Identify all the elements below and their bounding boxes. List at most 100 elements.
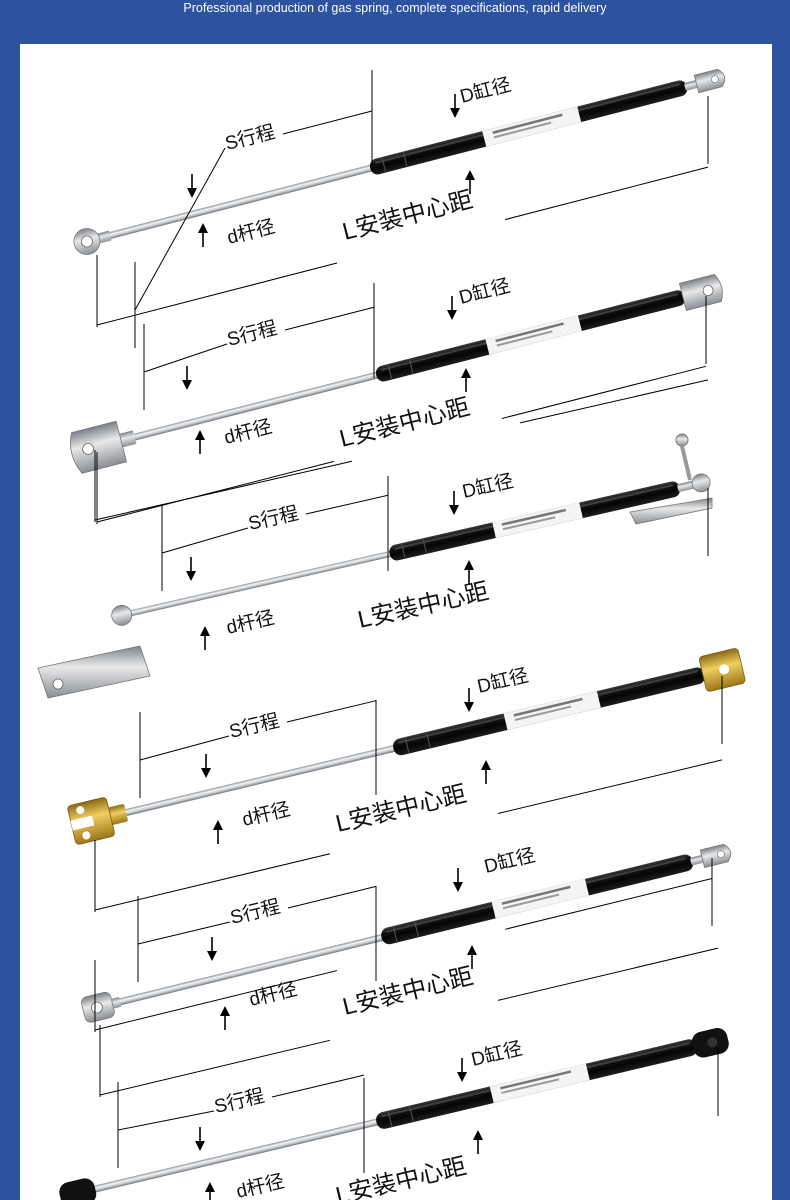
mounting-hole: [52, 678, 64, 690]
end-pin: [677, 480, 696, 492]
tube-dia-arrow-top: [464, 688, 474, 712]
sticker-print: [492, 113, 563, 134]
sticker-print: [513, 697, 583, 717]
tube-dia-arrow-top: [449, 491, 459, 515]
spring-body: [73, 68, 726, 255]
product-sticker: [485, 315, 582, 355]
rod-dia-arrow-bottom: [213, 820, 223, 844]
rod-dia-arrow-top: [187, 174, 197, 198]
sticker-print: [501, 508, 566, 526]
clevis-slot: [70, 815, 95, 831]
eyelet-hole: [91, 1001, 103, 1014]
end-eyelet: [693, 68, 726, 94]
ball-joint: [111, 604, 133, 626]
stroke-label: S行程: [212, 1085, 266, 1118]
spring-body: [59, 1028, 729, 1200]
rod-diameter-label: d杆径: [224, 607, 276, 639]
rod-dia-arrow-top: [195, 1127, 205, 1151]
length-dim-line: [94, 970, 338, 1031]
end-eyelet-hole: [717, 850, 725, 859]
rod-dia-arrow-bottom: [205, 1182, 215, 1200]
gas-spring-2: S行程 L安装中心距 D缸径 d杆径: [70, 274, 723, 524]
stroke-label: S行程: [227, 710, 281, 743]
center-distance-label: L安装中心距: [355, 578, 491, 634]
center-distance-label: L安装中心距: [333, 781, 469, 838]
tube-dia-arrow-bottom: [481, 760, 491, 784]
tube-dia-arrow-bottom: [473, 1130, 483, 1154]
rod-diameter-label: d杆径: [234, 1170, 286, 1200]
sticker-print: [496, 330, 553, 347]
center-distance-label: L安装中心距: [333, 1153, 469, 1200]
stroke-dim-line: [161, 527, 249, 554]
stroke-dim-line: [143, 343, 228, 373]
tube-diameter-label: D缸径: [482, 844, 537, 878]
rod-dia-arrow-top: [182, 366, 192, 390]
rod-dia-arrow-bottom: [220, 1006, 230, 1030]
tube-dia-arrow-bottom: [467, 945, 477, 969]
stroke-dim-line: [137, 921, 231, 945]
piston-rod: [87, 1117, 385, 1194]
end-bracket: [678, 274, 723, 311]
stroke-dim-line: [305, 494, 389, 515]
spring-body: [81, 843, 732, 1023]
tube-diameter-label: D缸径: [457, 275, 513, 309]
stroke-dim-line: [286, 700, 377, 723]
piston-rod: [101, 163, 379, 241]
tube-dia-arrow-bottom: [461, 368, 471, 392]
sticker-print: [514, 705, 572, 721]
length-dim-line: [497, 947, 719, 1001]
rod-dia-arrow-bottom: [195, 430, 205, 454]
stud-bolt: [675, 433, 689, 447]
content-panel: [20, 44, 772, 1200]
tube-dia-arrow-top: [447, 296, 457, 320]
stroke-dim-line: [134, 147, 226, 311]
tube-dia-arrow-bottom: [464, 560, 474, 584]
center-distance-label: L安装中心距: [340, 963, 476, 1021]
sticker-print: [501, 885, 571, 905]
rod-dia-arrow-top: [186, 557, 196, 581]
rod-diameter-label: d杆径: [222, 415, 275, 448]
tube-diameter-label: D缸径: [460, 470, 515, 503]
sticker-print: [502, 893, 560, 910]
end-eyelet-hole: [711, 75, 719, 84]
length-dim-line: [99, 1039, 331, 1096]
length-dim-line: [519, 379, 709, 424]
end-eyelet: [699, 843, 732, 869]
sticker-print: [500, 1070, 572, 1090]
tube-dia-arrow-top: [453, 868, 463, 892]
tube-dia-arrow-bottom: [465, 170, 475, 194]
rod-dia-arrow-top: [207, 937, 217, 961]
clevis-hole: [76, 806, 85, 815]
bracket-hole: [82, 443, 95, 455]
stroke-dim-line: [287, 885, 377, 909]
length-dim-line: [94, 460, 353, 521]
piston-rod: [127, 549, 398, 617]
end-clevis-hole: [719, 664, 730, 675]
length-dim-line: [504, 877, 713, 930]
rod-dia-arrow-top: [201, 754, 211, 778]
piston-rod: [109, 370, 385, 447]
end-bracket-hole: [702, 285, 714, 296]
stroke-label: S行程: [223, 121, 278, 155]
tube-diameter-label: D缸径: [458, 74, 514, 108]
end-mounting-plate: [629, 497, 713, 525]
sticker-print: [501, 1078, 560, 1094]
header-banner: Professional production of gas spring, c…: [0, 0, 790, 44]
stroke-dim-line: [117, 1110, 215, 1131]
eyelet-hole: [81, 235, 93, 248]
stroke-label: S行程: [225, 317, 280, 351]
stroke-dim-line: [282, 110, 373, 135]
center-distance-label: L安装中心距: [337, 394, 473, 453]
stud-shaft: [680, 445, 692, 481]
plastic-socket: [59, 1178, 97, 1200]
rod-diameter-label: d杆径: [247, 978, 299, 1011]
end-ball-joint: [691, 473, 711, 493]
length-dim-line: [497, 759, 723, 815]
spring-body: [70, 274, 723, 474]
spring-body: [111, 473, 711, 626]
length-dim-line: [501, 365, 707, 419]
end-socket-hole: [707, 1037, 718, 1048]
tube-dia-arrow-top: [457, 1058, 467, 1082]
